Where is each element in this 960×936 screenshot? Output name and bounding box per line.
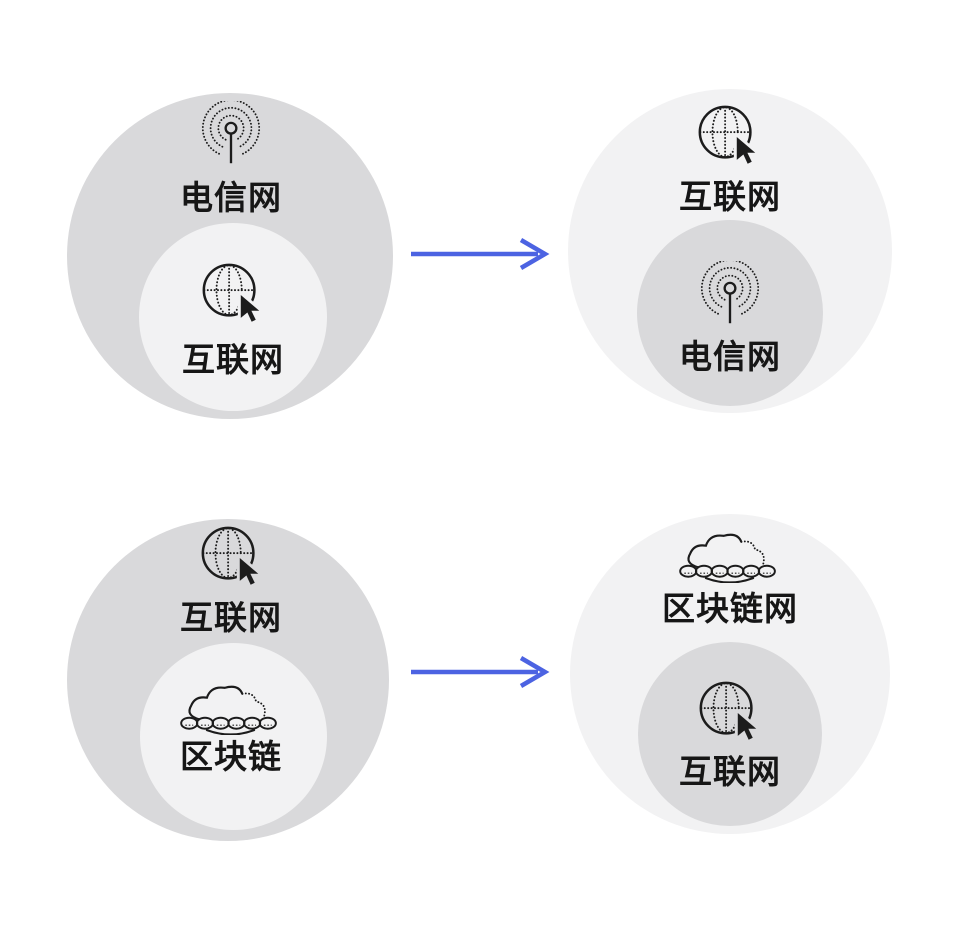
outer-label: 电信网 bbox=[180, 179, 282, 216]
inner-label: 互联网 bbox=[182, 341, 284, 378]
arrow-right-icon bbox=[411, 238, 550, 270]
venn-group-row2-before: 互联网 区块链 bbox=[67, 519, 389, 841]
globe-cursor-icon bbox=[694, 101, 764, 171]
inner-label: 互联网 bbox=[679, 753, 781, 790]
inner-label: 区块链 bbox=[180, 738, 282, 775]
inner-circle bbox=[140, 643, 327, 830]
inner-circle bbox=[139, 223, 327, 411]
venn-group-row1-after: 互联网 电信网 bbox=[568, 89, 892, 413]
blockchain-icon bbox=[177, 680, 284, 735]
outer-label: 区块链网 bbox=[662, 590, 798, 627]
outer-label: 互联网 bbox=[679, 178, 781, 215]
antenna-icon bbox=[194, 101, 268, 171]
blockchain-icon bbox=[676, 528, 783, 583]
globe-cursor-icon bbox=[695, 677, 765, 747]
venn-group-row1-before: 电信网 互联网 bbox=[67, 93, 393, 419]
globe-cursor-icon bbox=[198, 259, 268, 329]
outer-label: 互联网 bbox=[180, 599, 282, 636]
globe-cursor-icon bbox=[197, 522, 267, 592]
venn-group-row2-after: 区块链网 互联网 bbox=[570, 514, 890, 834]
arrow-right-icon bbox=[411, 656, 550, 688]
inner-label: 电信网 bbox=[679, 338, 781, 375]
antenna-icon bbox=[693, 261, 767, 331]
